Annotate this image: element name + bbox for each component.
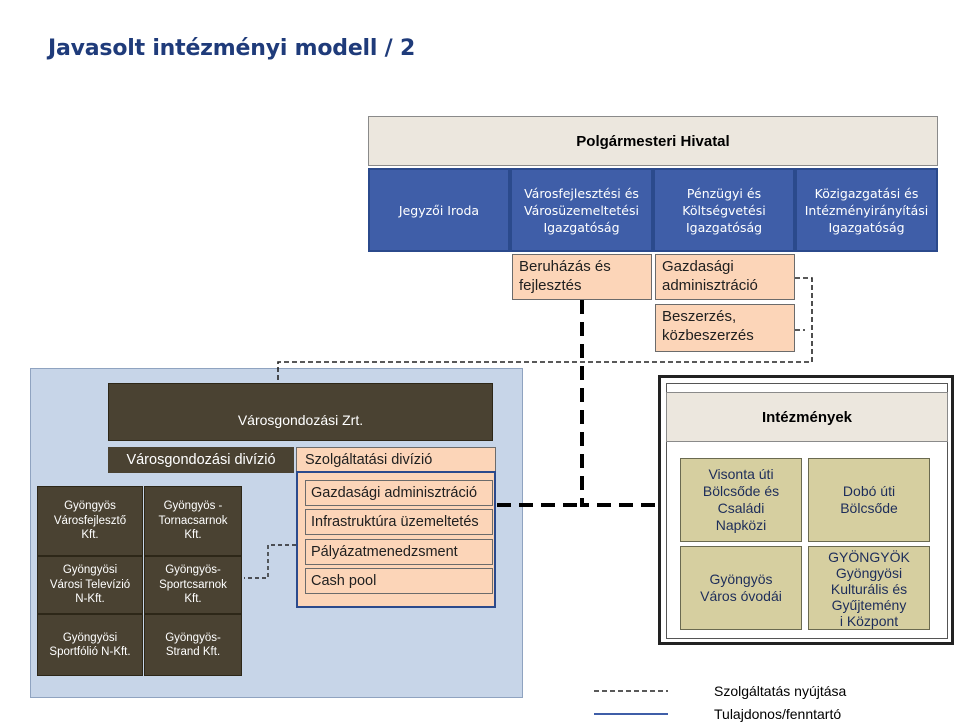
company-box: Gyöngyös - Tornacsarnok Kft. bbox=[144, 486, 242, 556]
institution-box: Dobó úti Bölcsőde bbox=[808, 458, 930, 542]
directorate-penzugyi: Pénzügyi és Költségvetési Igazgatóság bbox=[653, 168, 795, 252]
service-item: Pályázatmenedzsment bbox=[305, 539, 493, 565]
zrt-label: Városgondozási Zrt. bbox=[237, 412, 364, 428]
company-box: Gyöngyös Városfejlesztő Kft. bbox=[37, 486, 143, 556]
service-item: Infrastruktúra üzemeltetés bbox=[305, 509, 493, 535]
hivatal-label: Polgármesteri Hivatal bbox=[576, 132, 730, 150]
service-item: Cash pool bbox=[305, 568, 493, 594]
directorate-label: Közigazgatási és Intézményirányítási Iga… bbox=[804, 185, 929, 235]
directorate-label: Jegyzői Iroda bbox=[398, 202, 480, 218]
service-item: Gazdasági adminisztráció bbox=[305, 480, 493, 506]
institutions-title-box: Intézmények bbox=[666, 392, 948, 442]
legend-service-label: Szolgáltatás nyújtása bbox=[714, 683, 847, 699]
directorate-label: Pénzügyi és Költségvetési Igazgatóság bbox=[682, 185, 766, 235]
institution-box: GYÖNGYÖK Gyöngyösi Kulturális és Gyűjtem… bbox=[808, 546, 930, 630]
division-varosgondozasi: Városgondozási divízió bbox=[108, 447, 294, 473]
company-box: Gyöngyös- Sportcsarnok Kft. bbox=[144, 556, 242, 614]
institutions-title: Intézmények bbox=[761, 408, 853, 426]
company-box: Gyöngyösi Városi Televízió N-Kft. bbox=[37, 556, 143, 614]
directorate-kozigazgatasi: Közigazgatási és Intézményirányítási Iga… bbox=[795, 168, 938, 252]
hivatal-box: Polgármesteri Hivatal bbox=[368, 116, 938, 166]
unit-beruhazas: Beruházás és fejlesztés bbox=[512, 254, 652, 300]
company-box: Gyöngyös- Strand Kft. bbox=[144, 614, 242, 676]
directorate-label: Városfejlesztési és Városüzemeltetési Ig… bbox=[524, 185, 639, 235]
institution-box: Visonta úti Bölcsőde és Családi Napközi bbox=[680, 458, 802, 542]
directorate-varosfejlesztesi: Városfejlesztési és Városüzemeltetési Ig… bbox=[510, 168, 653, 252]
division-szolgaltatasi: Szolgáltatási divízió bbox=[296, 447, 496, 473]
company-box: Gyöngyösi Sportfólió N-Kft. bbox=[37, 614, 143, 676]
institution-box: Gyöngyös Város óvodái bbox=[680, 546, 802, 630]
unit-gazdasagi-adminisztracio: Gazdasági adminisztráció bbox=[655, 254, 795, 300]
page-title: Javasolt intézményi modell / 2 bbox=[48, 36, 416, 61]
legend-owner-label: Tulajdonos/fenntartó bbox=[714, 706, 842, 722]
unit-beszerzes: Beszerzés, közbeszerzés bbox=[655, 304, 795, 352]
directorate-jegyzoi: Jegyzői Iroda bbox=[368, 168, 510, 252]
zrt-box: Városgondozási Zrt. bbox=[108, 383, 493, 441]
